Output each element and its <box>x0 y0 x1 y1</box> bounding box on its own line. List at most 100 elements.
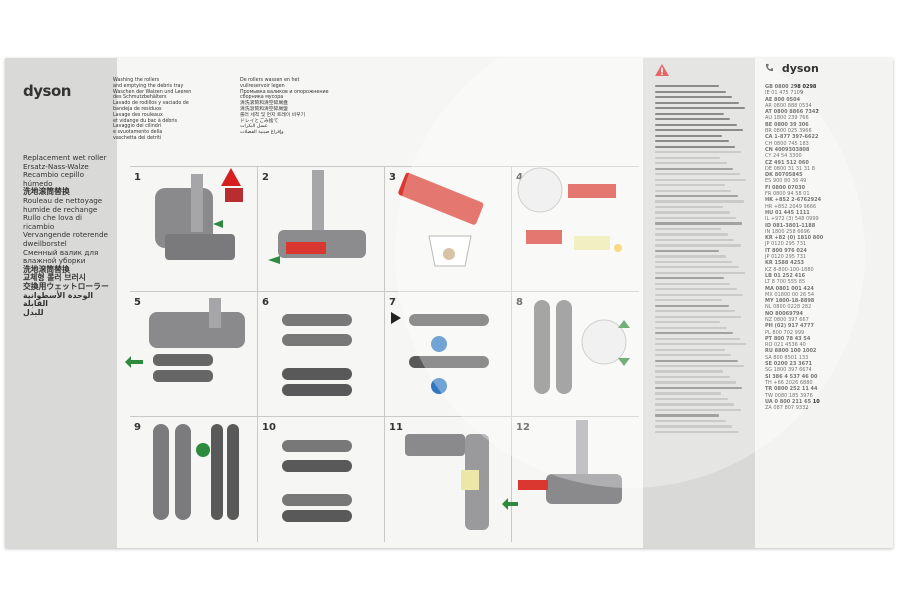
phone-number: DE 0800 31 31 31 8 <box>765 165 815 172</box>
step-number: 4 <box>516 172 523 183</box>
green-arrow-icon <box>213 220 223 228</box>
warning-line <box>655 145 736 148</box>
roller-brush <box>282 460 352 472</box>
green-arrow-icon <box>125 356 143 368</box>
warning-line <box>655 271 746 274</box>
dry-icon <box>196 443 210 457</box>
warning-line <box>655 156 721 159</box>
cleaner-head <box>405 434 465 456</box>
product-title: Rullo che lova di ricambio <box>23 213 83 231</box>
roller-brush <box>409 314 489 326</box>
header-text-line: Промывка валиков и опорожнение <box>240 89 329 95</box>
step-12-illustration <box>502 420 622 510</box>
warning-line <box>655 90 726 93</box>
warning-line <box>655 337 740 340</box>
debris-tray <box>398 172 484 225</box>
tap-water-icon <box>431 378 447 394</box>
phone-number: PL 800 702 999 <box>765 329 805 336</box>
warning-line <box>655 238 735 242</box>
warning-line <box>655 332 734 335</box>
phone-number: CY 24 54 3300 <box>765 153 802 160</box>
warning-line <box>655 365 745 368</box>
step-number: 7 <box>389 297 396 308</box>
phone-number: LB 01 252 416 <box>765 272 806 279</box>
header-text-line: 清洗滚筒和清空碎屑盘 <box>240 101 288 107</box>
sun-icon <box>614 244 622 252</box>
warning-line <box>655 326 727 329</box>
warning-line <box>655 348 725 351</box>
roller <box>282 314 352 326</box>
red-tray <box>526 230 562 244</box>
warning-line <box>655 162 727 165</box>
warning-line <box>655 370 724 373</box>
warning-line <box>655 375 730 379</box>
phone-number: PH (02) 917 4777 <box>765 323 814 330</box>
warning-line <box>655 112 724 115</box>
phone-number: BE 0800 39 306 <box>765 121 809 128</box>
tap-water-icon <box>431 336 447 352</box>
header-text-line: Lavage des rouleaux <box>113 112 163 118</box>
warning-line <box>655 200 745 203</box>
red-roller <box>568 184 616 198</box>
phone-number: AR 0800 888 0534 <box>765 102 812 109</box>
product-title: 교체형 롤러 브러시 <box>23 273 86 283</box>
warning-line <box>655 173 740 176</box>
phone-number: KZ 8-800-100-1880 <box>765 266 814 273</box>
warning-line <box>655 277 724 280</box>
header-text-line: сборника мусора <box>240 95 284 101</box>
warning-line <box>655 381 736 384</box>
warning-line <box>655 299 723 302</box>
contact-brand: dyson <box>781 62 819 75</box>
phone-number: MY 1800-18-8898 <box>765 298 815 305</box>
green-arrow-icon <box>502 498 518 510</box>
header-text-line: 롤러 세척 및 먼지 트레이 비우기 <box>240 112 305 118</box>
warning-line <box>655 255 726 258</box>
header-text-line: ドレイとごみ捨て <box>240 118 279 124</box>
phone-number: NL 0800 0228 282 <box>765 304 812 311</box>
phone-number: RO 021 4536 40 <box>765 342 806 349</box>
cloth-icon <box>574 236 610 250</box>
warning-line <box>655 211 730 214</box>
phone-number: JP 0120 295 731 <box>765 254 807 261</box>
roller <box>282 494 352 506</box>
roller <box>282 440 352 452</box>
warning-line <box>655 184 725 187</box>
phone-number: AT 0800 8866 7342 <box>765 109 819 116</box>
warning-line <box>655 205 724 209</box>
phone-number: FI 0800 07030 <box>765 184 806 191</box>
phone-number: IN 1800 258 6696 <box>765 228 810 235</box>
product-title: للبدل <box>23 307 44 317</box>
step-9-illustration <box>153 424 239 520</box>
warning-roller-icon <box>225 188 243 202</box>
phone-number: TR 0800 252 11 44 <box>765 386 818 393</box>
product-title: Vervangende roterende <box>23 230 108 240</box>
warning-line <box>655 293 744 296</box>
roller <box>153 354 213 366</box>
product-title: Сменный валик для <box>23 247 99 257</box>
step-cell: 7 <box>384 291 512 417</box>
step-number: 2 <box>262 172 269 183</box>
warning-icon <box>221 168 241 186</box>
warning-line <box>655 96 733 99</box>
step-cell: 2 <box>257 166 385 292</box>
roller <box>534 300 550 394</box>
phone-number: AU 1800 239 766 <box>765 115 809 122</box>
product-title: влажной уборки <box>23 256 86 266</box>
roller <box>153 370 213 382</box>
step-number: 8 <box>516 297 523 308</box>
detail-circle <box>517 167 563 213</box>
warning-line <box>655 397 728 401</box>
product-title: Replacement wet roller <box>23 153 107 162</box>
watermark <box>395 58 865 488</box>
phone-number: MX 01800 00 26 54 <box>765 291 815 298</box>
step-cell: 3 <box>384 166 512 292</box>
warning-line <box>655 107 746 110</box>
red-roller <box>286 242 326 254</box>
product-title: Recambio cepillo húmedo <box>23 170 85 188</box>
header-text-line: et vidange du bac à débris <box>113 118 178 124</box>
phone-number: MA 0801 001 424 <box>765 285 814 292</box>
step-10-illustration <box>282 440 352 522</box>
